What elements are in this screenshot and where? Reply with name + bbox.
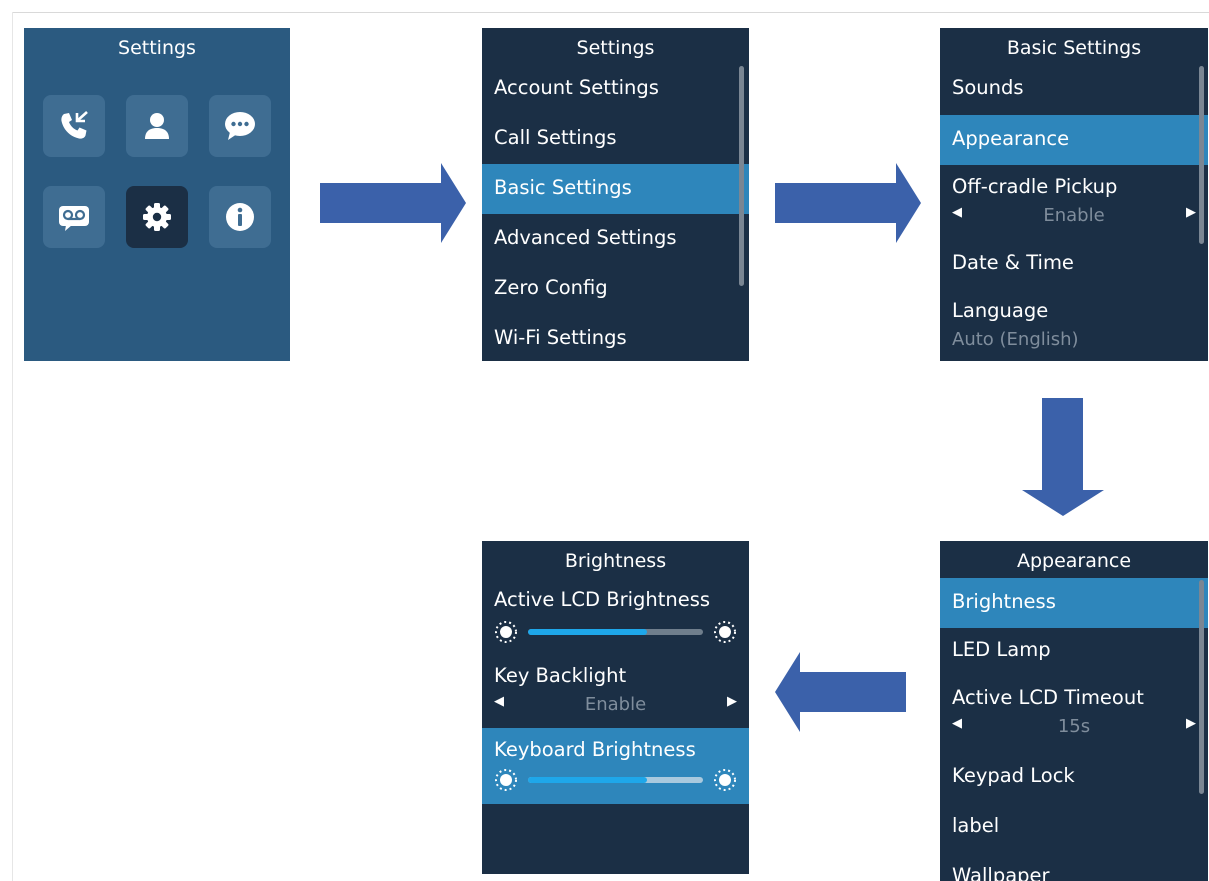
brightness-screen: Brightness Active LCD Brightness Key Bac…	[482, 541, 749, 874]
right-arrow-icon[interactable]: ▶	[727, 694, 737, 709]
screen-title: Settings	[118, 37, 196, 59]
arrow-left-icon	[775, 652, 906, 732]
left-border	[12, 12, 13, 881]
menu-item-off-cradle-pickup[interactable]: Off-cradle Pickup ◀ Enable ▶	[940, 165, 1208, 241]
menu-item-wallpaper[interactable]: Wallpaper	[952, 864, 1050, 881]
menu-item-account-settings[interactable]: Account Settings	[494, 76, 659, 99]
menu-item-basic-settings[interactable]: Basic Settings	[482, 164, 749, 214]
screen-title: Basic Settings	[1006, 37, 1142, 59]
scrollbar[interactable]	[1199, 580, 1204, 794]
sun-high-icon	[714, 621, 736, 643]
info-icon	[226, 203, 254, 231]
contacts-icon	[145, 113, 169, 139]
basic-settings-screen: Basic Settings Sounds Appearance Off-cra…	[940, 28, 1208, 361]
keyboard-brightness-slider[interactable]	[494, 768, 737, 792]
screen-title: Appearance	[1016, 550, 1132, 572]
menu-item-led-lamp[interactable]: LED Lamp	[952, 638, 1051, 661]
value-selector[interactable]: ◀ Enable ▶	[494, 694, 737, 718]
scrollbar[interactable]	[739, 66, 744, 286]
settings-tile[interactable]	[126, 186, 188, 248]
left-arrow-icon[interactable]: ◀	[952, 716, 962, 731]
voicemail-tile[interactable]	[43, 186, 105, 248]
value-selector[interactable]: ◀ 15s ▶	[952, 716, 1196, 740]
messages-tile[interactable]	[209, 95, 271, 157]
language-value: Auto (English)	[952, 329, 1079, 350]
screen-title: Settings	[576, 37, 655, 59]
appearance-screen: Appearance Brightness LED Lamp Active LC…	[940, 541, 1208, 881]
settings-icon	[143, 203, 171, 231]
value-selector[interactable]: ◀ Enable ▶	[952, 205, 1196, 229]
left-arrow-icon[interactable]: ◀	[494, 694, 504, 709]
scrollbar[interactable]	[1199, 66, 1204, 244]
screen-title: Brightness	[564, 550, 667, 572]
messages-icon	[225, 112, 255, 140]
top-border	[12, 12, 1209, 13]
slider-track	[528, 629, 703, 635]
contacts-tile[interactable]	[126, 95, 188, 157]
sun-low-icon	[495, 769, 517, 791]
menu-item-keypad-lock[interactable]: Keypad Lock	[952, 764, 1075, 787]
sun-high-icon	[714, 769, 736, 791]
home-screen: Settings	[24, 28, 290, 361]
menu-item-language[interactable]: Language Auto (English)	[940, 289, 1208, 361]
arrow-down-icon	[1022, 398, 1104, 516]
menu-item-appearance[interactable]: Appearance	[940, 115, 1208, 165]
selector-value: Enable	[584, 694, 647, 715]
active-lcd-brightness-slider[interactable]	[494, 620, 737, 644]
menu-item-active-lcd-brightness[interactable]: Active LCD Brightness	[482, 578, 749, 654]
info-tile[interactable]	[209, 186, 271, 248]
right-arrow-icon[interactable]: ▶	[1186, 205, 1196, 220]
selector-value: 15s	[1057, 716, 1091, 737]
call-history-icon	[61, 111, 88, 139]
menu-item-key-backlight[interactable]: Key Backlight ◀ Enable ▶	[482, 654, 749, 728]
menu-item-sounds[interactable]: Sounds	[952, 76, 1024, 99]
menu-item-zero-config[interactable]: Zero Config	[494, 276, 608, 299]
sun-low-icon	[495, 621, 517, 643]
call-history-tile[interactable]	[43, 95, 105, 157]
menu-item-keyboard-brightness[interactable]: Keyboard Brightness	[482, 728, 749, 804]
arrow-right-icon	[775, 163, 921, 243]
slider-fill	[528, 629, 647, 635]
slider-fill	[528, 777, 647, 783]
menu-item-wifi-settings[interactable]: Wi-Fi Settings	[494, 326, 627, 349]
menu-item-label[interactable]: label	[952, 814, 1000, 837]
selector-value: Enable	[1043, 205, 1105, 226]
slider-track	[528, 777, 703, 783]
menu-item-active-lcd-timeout[interactable]: Active LCD Timeout ◀ 15s ▶	[940, 676, 1208, 752]
left-arrow-icon[interactable]: ◀	[952, 205, 962, 220]
menu-item-advanced-settings[interactable]: Advanced Settings	[494, 226, 677, 249]
right-arrow-icon[interactable]: ▶	[1186, 716, 1196, 731]
settings-screen: Settings Account Settings Call Settings …	[482, 28, 749, 361]
menu-item-brightness[interactable]: Brightness	[940, 578, 1208, 628]
menu-item-call-settings[interactable]: Call Settings	[494, 126, 617, 149]
arrow-right-icon	[320, 163, 466, 243]
menu-item-date-time[interactable]: Date & Time	[952, 251, 1074, 274]
voicemail-icon	[59, 206, 89, 231]
